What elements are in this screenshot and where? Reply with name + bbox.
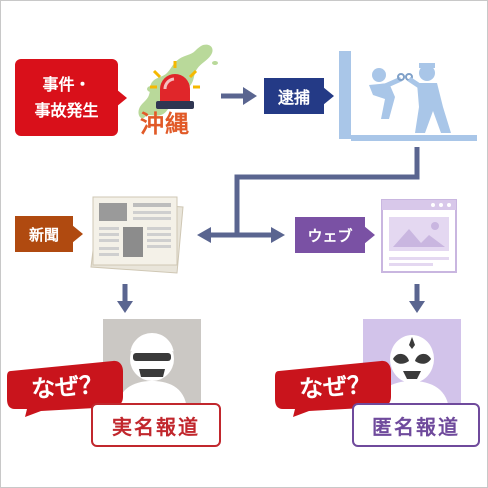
- why-bubble-right: [275, 360, 391, 417]
- why-bubble-left: [7, 360, 123, 417]
- web-page-icon: [381, 199, 457, 273]
- web-pointer: [364, 226, 375, 244]
- arrest-label: 逮捕: [264, 78, 324, 114]
- siren-icon: [150, 61, 200, 109]
- incident-line-1: 事件・: [42, 74, 91, 94]
- arrest-scene-icon: [339, 51, 477, 141]
- newspaper-icon: [90, 196, 184, 274]
- incident-label: 事件・ 事故発生: [15, 59, 118, 136]
- incident-pointer: [116, 89, 127, 107]
- newspaper-pointer: [72, 225, 83, 243]
- incident-line-2: 事故発生: [34, 100, 99, 120]
- arrest-pointer: [323, 87, 334, 105]
- web-label: ウェブ: [295, 217, 365, 253]
- newspaper-label: 新聞: [15, 216, 73, 252]
- anonymous-badge: 匿名報道: [352, 403, 480, 447]
- arrow-to-arrest: [221, 87, 257, 105]
- real-name-badge: 実名報道: [91, 403, 221, 447]
- place-label: 沖縄: [140, 110, 190, 138]
